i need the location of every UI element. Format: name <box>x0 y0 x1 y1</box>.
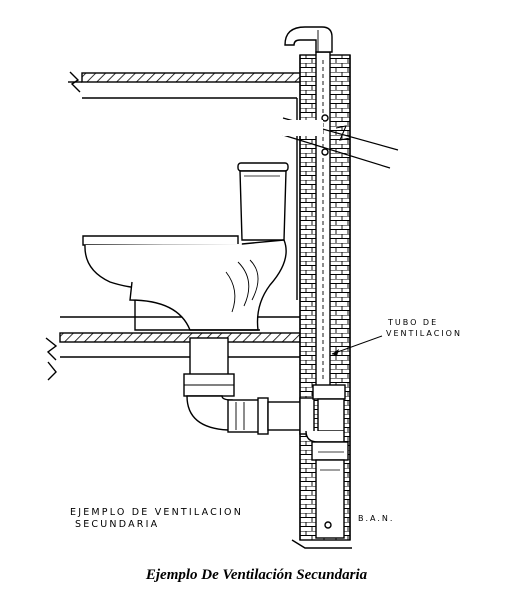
sanitary-tee <box>305 384 349 539</box>
break-line <box>282 117 399 169</box>
toilet-tank <box>237 162 289 241</box>
toilet-bowl <box>82 235 287 331</box>
lower-floor-slab <box>45 316 301 381</box>
vent-pipe-label-line2: VENTILACION <box>386 329 462 338</box>
example-label-line2: SECUNDARIA <box>75 519 159 530</box>
ban-label: B.A.N. <box>358 514 394 523</box>
vent-pipe-label-line1: TUBO DE <box>387 318 438 327</box>
drain-pipe <box>183 337 315 435</box>
figure-caption: Ejemplo De Ventilación Secundaria <box>145 567 368 583</box>
vent-label-leader <box>331 335 383 355</box>
example-label-line1: EJEMPLO DE VENTILACION <box>70 507 243 518</box>
